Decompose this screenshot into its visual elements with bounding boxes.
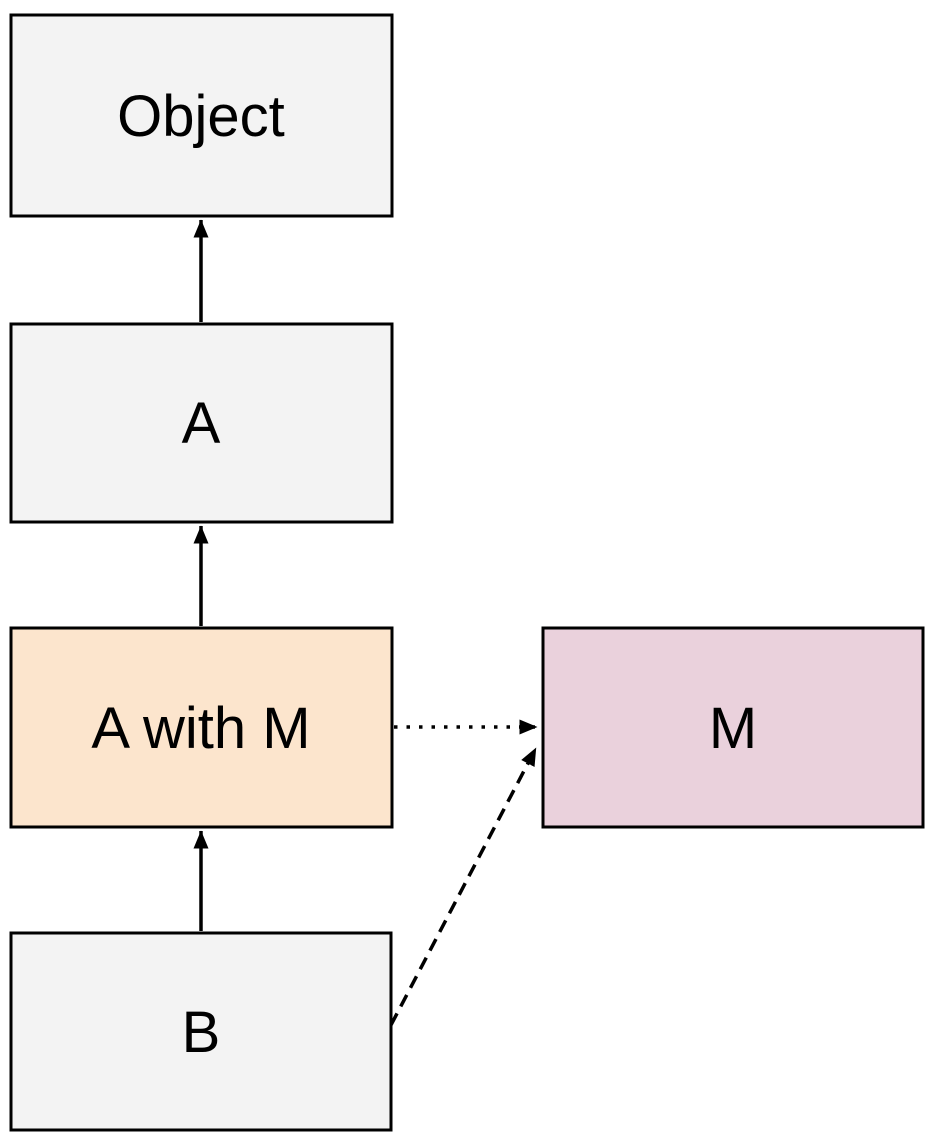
node-b-label: B [182,1000,221,1065]
node-a-box [9,322,394,524]
node-m: M [541,626,925,829]
node-b-box [9,931,393,1132]
node-a-with-m-label: A with M [91,696,310,761]
edges [193,219,538,1026]
node-object-box [9,13,394,218]
node-a-label: A [182,391,221,456]
node-object-label: Object [117,84,285,149]
node-m-label: M [709,696,757,761]
node-b: B [9,931,393,1132]
node-a-with-m: A with M [9,626,394,829]
edge-b-to-m-dashed-arrow [389,747,538,1026]
node-m-box [541,626,925,829]
node-a-with-m-box [9,626,394,829]
node-a: A [9,322,394,524]
node-object: Object [9,13,394,218]
